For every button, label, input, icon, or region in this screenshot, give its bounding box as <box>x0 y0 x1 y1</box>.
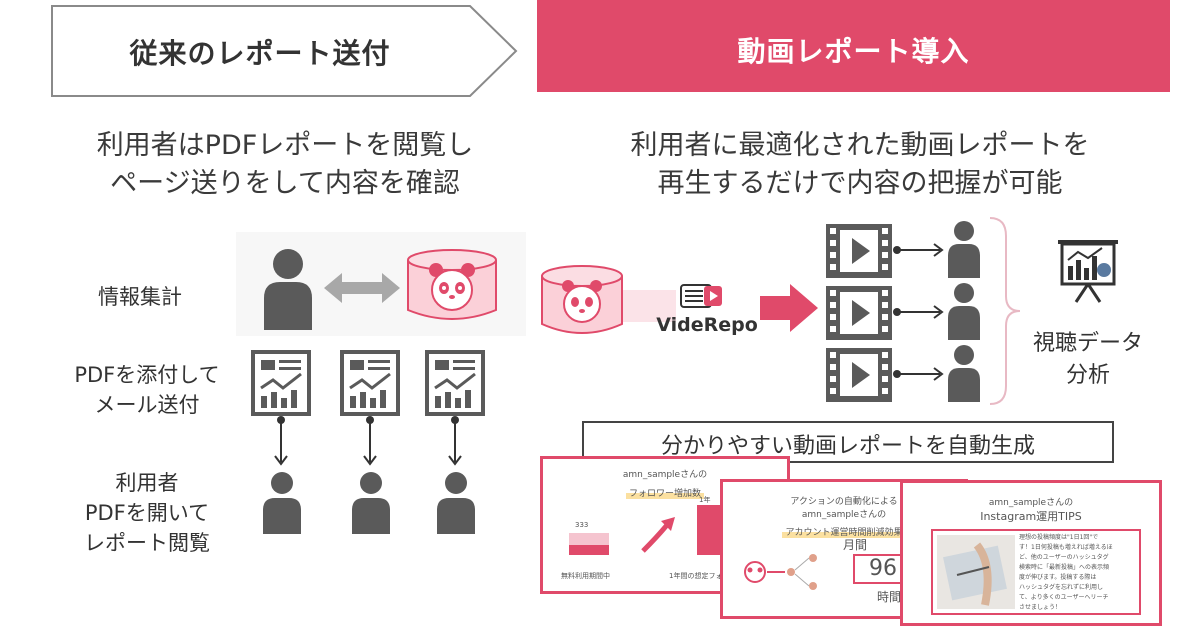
slide-2-period: 月間 <box>843 538 868 552</box>
viewer-person-icon-3 <box>948 345 980 402</box>
pdf-report-icon-2 <box>340 350 400 416</box>
label-pdf-send-line-1: PDFを添付して <box>74 363 220 387</box>
slide-3-tip-line-5: 度が伸びます。投稿する際は <box>1019 574 1097 581</box>
label-user-view-line-1: 利用者 <box>115 471 179 495</box>
slide-3-tip-line-3: ど、他のユーザーのハッシュタグ <box>1019 554 1109 561</box>
slide-1-title: フォロワー増加数 <box>625 486 704 499</box>
slide-2-network-icon <box>744 554 817 590</box>
autogen-label: 分かりやすい動画レポートを自動生成 <box>660 434 1035 459</box>
slide-3-tip-line-6: ハッシュタグを忘れずに利用し <box>1019 584 1104 591</box>
presentation-chart-icon <box>1058 240 1118 303</box>
video-icon-2 <box>826 286 892 340</box>
down-connector-1 <box>274 416 288 466</box>
right-subtitle-line-1: 利用者に最適化された動画レポートを <box>630 130 1090 161</box>
viewer-person-icon-2 <box>948 283 980 340</box>
user-person-icon-2 <box>352 472 390 534</box>
right-header-bar <box>537 0 1170 92</box>
slide-3-account: amn_sampleさんの <box>988 498 1074 508</box>
slide-3-tip-line-2: す！1日何投稿も増えれば増えるほ <box>1019 544 1113 551</box>
slide-1-bar-large-label: 1年 <box>699 496 711 504</box>
slide-1-bar-base <box>569 545 609 555</box>
user-person-icon-1 <box>263 472 301 534</box>
slide-1-bar-large <box>697 505 721 555</box>
viewer-person-icon-1 <box>948 221 980 278</box>
left-header-shape <box>51 5 518 97</box>
pdf-report-icon-1 <box>251 350 311 416</box>
slide-3-title: Instagram運用TIPS <box>980 510 1082 523</box>
label-user-view: 利用者 PDFを開いて レポート閲覧 <box>62 468 232 558</box>
slide-1-caption-left: 無料利用期間中 <box>561 572 610 580</box>
connector-arrow-3 <box>893 367 944 381</box>
left-subtitle-line-2: ページ送りをして内容を確認 <box>110 168 460 199</box>
slide-3-tip-line-1: 理想の投稿頻度は"1日1回"で <box>1019 534 1099 541</box>
user-person-icon-3 <box>437 472 475 534</box>
slide-3-photo-image <box>937 535 1015 609</box>
slide-3-tip-line-8: させましょう！ <box>1019 604 1062 611</box>
connector-arrow-2 <box>893 305 944 319</box>
database-icon <box>407 249 497 320</box>
slide-1-account: amn_sampleさんの <box>622 470 708 480</box>
slide-1-bar-small <box>569 533 609 545</box>
panda-mascot-icon <box>429 263 475 311</box>
analysis-label-line-1: 視聴データ <box>1032 331 1143 356</box>
report-slide-3: amn_sampleさんの Instagram運用TIPS 理想の投稿頻度は"1… <box>900 480 1162 626</box>
video-icon-3 <box>826 348 892 402</box>
analysis-label-line-2: 分析 <box>1065 363 1110 388</box>
slide-2-pre: アクションの自動化による <box>790 497 898 507</box>
panda-mascot-icon-right <box>562 280 602 323</box>
down-connector-2 <box>363 416 377 466</box>
down-connector-3 <box>448 416 462 466</box>
slide-3-tip-line-7: て、より多くのユーザーへリーチ <box>1019 594 1109 601</box>
right-header-title: 動画レポート導入 <box>737 35 970 68</box>
operator-person-icon <box>264 249 312 330</box>
analysis-label: 視聴データ 分析 <box>1018 328 1158 392</box>
left-subtitle-line-1: 利用者はPDFレポートを閲覧し <box>96 130 474 161</box>
left-header-title: 従来のレポート送付 <box>129 37 391 70</box>
label-info-aggregation: 情報集計 <box>98 285 182 309</box>
label-pdf-send-line-2: メール送付 <box>94 393 200 417</box>
video-icon-1 <box>826 224 892 278</box>
pdf-report-icon-3 <box>425 350 485 416</box>
slide-2-title: アカウント運営時間削減効果 <box>782 525 906 538</box>
curly-brace <box>989 217 1021 405</box>
right-subtitle-line-2: 再生するだけで内容の把握が可能 <box>657 168 1063 199</box>
right-subtitle: 利用者に最適化された動画レポートを 再生するだけで内容の把握が可能 <box>560 127 1160 203</box>
slide-2-unit: 時間 <box>877 590 902 604</box>
double-arrow-icon <box>324 273 400 303</box>
slide-1-bar-value: 333 <box>575 521 589 529</box>
big-arrow-icon <box>760 284 818 332</box>
slide-3-tip-line-4: 検索時に「最新投稿」への表示頻 <box>1019 564 1110 571</box>
slide-2-account: amn_sampleさんの <box>801 510 887 520</box>
viderepo-logo-icon <box>680 284 722 308</box>
viderepo-logo-text: VideRepo <box>656 314 758 336</box>
left-subtitle: 利用者はPDFレポートを閲覧し ページ送りをして内容を確認 <box>50 127 520 203</box>
slide-1-caption-right: 1年間の想定フォ <box>669 572 723 580</box>
label-pdf-send: PDFを添付して メール送付 <box>62 360 232 420</box>
slide-1-growth-arrow-icon <box>641 517 675 553</box>
database-icon-right <box>541 265 676 334</box>
slide-3-tips: 理想の投稿頻度は"1日1回"で す！1日何投稿も増えれば増えるほ ど、他のユーザ… <box>1019 533 1137 613</box>
connector-arrow-1 <box>893 243 944 257</box>
label-user-view-line-2: PDFを開いて <box>84 501 210 525</box>
label-user-view-line-3: レポート閲覧 <box>84 531 210 555</box>
